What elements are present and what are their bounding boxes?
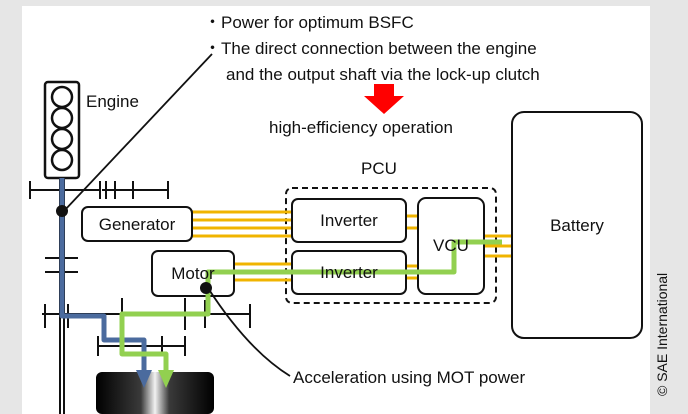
copyright-credit: © SAE International bbox=[654, 272, 670, 396]
engine-path-arrowhead bbox=[136, 370, 152, 388]
leader-line-engine-clutch bbox=[63, 53, 213, 212]
generator-box bbox=[81, 206, 193, 242]
generator-label: Generator bbox=[99, 215, 176, 234]
lockup-clutch-dot bbox=[56, 205, 68, 217]
motor-dot bbox=[200, 282, 212, 294]
leader-line-motor bbox=[207, 287, 291, 377]
battery-box bbox=[511, 111, 643, 339]
motor-power-path bbox=[119, 239, 502, 372]
motor-label: Motor bbox=[171, 264, 215, 283]
wiring-vcu-battery bbox=[484, 234, 512, 258]
arrow-caption: high-efficiency operation bbox=[269, 118, 453, 137]
pcu-label: PCU bbox=[361, 159, 397, 178]
wheel-icon bbox=[96, 372, 214, 414]
inverter-bottom-label: Inverter bbox=[320, 263, 378, 282]
acceleration-caption: Acceleration using MOT power bbox=[293, 368, 525, 387]
note-line-2: ・The direct connection between the engin… bbox=[204, 39, 537, 58]
engine-icon bbox=[43, 80, 81, 180]
inverter-top-box bbox=[291, 198, 407, 243]
inverter-top-label: Inverter bbox=[320, 211, 378, 230]
red-down-arrow bbox=[364, 84, 404, 114]
engine-label: Engine bbox=[86, 92, 139, 111]
engine-power-path bbox=[59, 178, 147, 372]
battery-label: Battery bbox=[550, 216, 604, 235]
wiring-generator-inverter bbox=[192, 210, 292, 238]
vcu-label: VCU bbox=[433, 236, 469, 255]
motor-path-arrowhead bbox=[158, 370, 174, 388]
note-line-1: ・Power for optimum BSFC bbox=[204, 13, 414, 32]
note-line-3: and the output shaft via the lock-up clu… bbox=[226, 65, 540, 84]
